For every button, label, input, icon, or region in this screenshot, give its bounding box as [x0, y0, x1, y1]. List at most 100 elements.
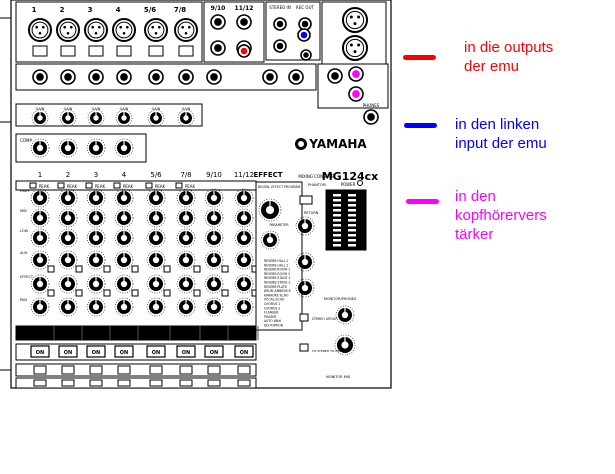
line-in-jack [32, 69, 48, 85]
knob-scale [59, 109, 77, 127]
input-switch [116, 45, 132, 57]
on-button-label: ON [92, 350, 100, 356]
knob-scale [234, 250, 254, 270]
gain-knob [115, 109, 133, 127]
stereo-line-jack [236, 14, 252, 30]
jack-hole [214, 18, 222, 26]
meter-led-r [348, 199, 356, 202]
xlr-inner [177, 21, 195, 39]
knob-scale [146, 250, 166, 270]
xlr-input-1 [28, 18, 52, 42]
peak-label: PEAK [67, 184, 78, 189]
peak-label: PEAK [39, 184, 50, 189]
xlr-pin [353, 50, 357, 54]
pre-switch [221, 265, 229, 273]
knob-scale [176, 188, 196, 208]
annotation-left-input-line-1: in den linken [455, 116, 540, 133]
channel-knob [86, 274, 106, 294]
annotation-outputs-line-2: der emu [464, 58, 520, 75]
on-button-label: ON [210, 350, 218, 356]
blue-marker [404, 123, 437, 128]
jack-hole [36, 73, 44, 81]
xlr-pin [357, 43, 361, 47]
xlr-pin [357, 15, 361, 19]
knob-scale [114, 250, 134, 270]
pre-switch [75, 265, 83, 273]
effect-program-name: CHORUS 2 [264, 306, 280, 310]
fader-slot [117, 379, 131, 387]
xlr-pin [181, 25, 185, 29]
row-label: HIGH [20, 189, 29, 193]
channel-knob [86, 297, 106, 317]
pre-switch [193, 265, 201, 273]
pfl-switch [149, 365, 163, 375]
meter-led-r [348, 244, 356, 247]
jack-hole [303, 52, 309, 58]
effect-program-knob [258, 198, 282, 222]
input-switch [60, 45, 76, 57]
return-knob [295, 216, 315, 236]
on-button [176, 345, 196, 358]
xlr-inner [345, 38, 365, 58]
xlr-pin [66, 31, 70, 35]
jack-hole [182, 73, 190, 81]
parameter-label: PARAMETER [269, 223, 289, 227]
meter-led-l [333, 244, 341, 247]
channel-knob [234, 188, 254, 208]
channel-knob [114, 228, 134, 248]
channel-knob [86, 250, 106, 270]
xlr-pin [125, 25, 129, 29]
magenta-marker [406, 199, 439, 204]
xlr-pin [94, 31, 98, 35]
knob-scale [114, 188, 134, 208]
on-button-label: ON [182, 350, 190, 356]
power-label: POWER [341, 182, 356, 187]
peak-led [85, 182, 93, 189]
model-name: MG124cx [322, 170, 379, 183]
to-stereo-label: TO STEREO TO MONITOR [311, 349, 350, 353]
knob-scale [176, 208, 196, 228]
pfl-switch [61, 365, 75, 375]
gain-knob [87, 109, 105, 127]
knob-scale [176, 297, 196, 317]
annotation-headphone-amp-line-1: in den [455, 188, 496, 205]
channel-knob [58, 208, 78, 228]
channel-knob [30, 274, 50, 294]
on-button [204, 345, 224, 358]
meter-led-r [348, 219, 356, 222]
input-switch [178, 45, 194, 57]
effect-program-name: REVERB STAGE 2 [264, 281, 290, 285]
on-button-label: ON [152, 350, 160, 356]
fader-slot [89, 379, 103, 387]
meter-led-l [333, 204, 341, 207]
line-in-jack [288, 69, 304, 85]
pre-switch [193, 289, 201, 297]
xlr-pin [122, 31, 126, 35]
knob-scale [86, 274, 106, 294]
label-strip [15, 325, 257, 341]
gain-label: GAIN [120, 107, 129, 111]
jack-hole [240, 47, 248, 55]
peak-label: PEAK [123, 184, 134, 189]
meter-led-r [348, 234, 356, 237]
peak-label: PEAK [155, 184, 166, 189]
knob-scale [334, 334, 356, 356]
knob-scale [204, 250, 224, 270]
knob-scale [114, 274, 134, 294]
xlr-inner [59, 21, 77, 39]
red-rca-jack-1 [237, 44, 251, 58]
input-channel-number: 5/6 [144, 6, 156, 14]
meter-led-r [348, 204, 356, 207]
gain-knob [147, 109, 165, 127]
effect-program-name: REVERB STAGE 1 [264, 276, 290, 280]
knob-scale [177, 109, 195, 127]
jack-hole [120, 73, 128, 81]
knob-scale [295, 252, 315, 272]
xlr-pin [63, 25, 67, 29]
channel-number: 5/6 [150, 171, 162, 179]
xlr-pin [119, 25, 123, 29]
channel-knob [146, 228, 166, 248]
xlr-pin [38, 31, 42, 35]
knob-scale [146, 188, 166, 208]
knob-scale [204, 188, 224, 208]
